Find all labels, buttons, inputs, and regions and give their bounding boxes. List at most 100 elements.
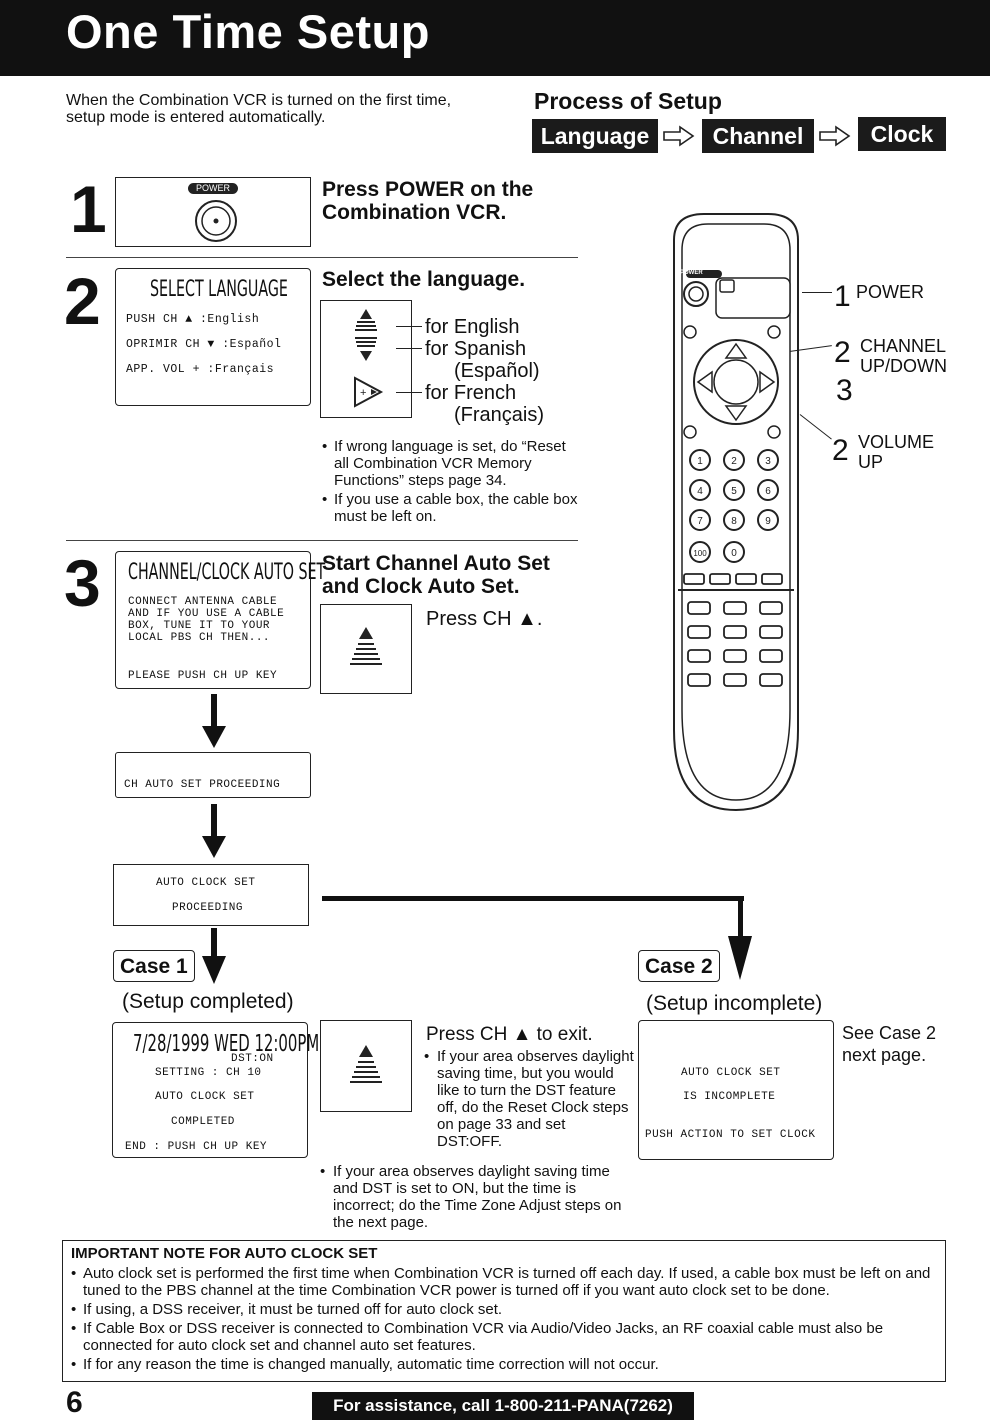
bullet-item: •If you use a cable box, the cable box m… bbox=[322, 491, 578, 525]
language-lcd: SELECT LANGUAGE PUSH CH ▲ :English OPRIM… bbox=[115, 268, 311, 406]
ch-up-panel bbox=[320, 1020, 412, 1112]
process-step-language: Language bbox=[532, 119, 658, 153]
divider bbox=[66, 257, 578, 258]
ch-up-icon bbox=[349, 625, 383, 674]
list-item: •Auto clock set is performed the first t… bbox=[71, 1265, 931, 1299]
header-bar bbox=[0, 0, 990, 76]
lcd-row: CH AUTO SET PROCEEDING bbox=[124, 779, 281, 791]
arrow-down-icon bbox=[200, 928, 228, 991]
svg-text:3: 3 bbox=[765, 456, 771, 467]
list-item: •If using, a DSS receiver, it must be tu… bbox=[71, 1301, 503, 1318]
list-item: •If Cable Box or DSS receiver is connect… bbox=[71, 1320, 884, 1354]
callout-number: 1 bbox=[834, 280, 851, 313]
svg-text:5: 5 bbox=[731, 486, 737, 497]
lcd-title: CHANNEL/CLOCK AUTO SET bbox=[128, 560, 326, 585]
callout-number: 2 bbox=[834, 336, 851, 369]
process-arrow-icon bbox=[818, 124, 852, 153]
svg-text:7: 7 bbox=[697, 516, 703, 527]
leader-line bbox=[396, 326, 422, 327]
step2-title: Select the language. bbox=[322, 268, 526, 291]
page-number: 6 bbox=[66, 1386, 83, 1419]
svg-text:100: 100 bbox=[693, 549, 707, 558]
label-english: for English bbox=[425, 316, 520, 338]
lcd-row: AND IF YOU USE A CABLE bbox=[128, 608, 285, 620]
vol-up-icon: + bbox=[351, 375, 385, 414]
lcd-footer: END : PUSH CH UP KEY bbox=[125, 1141, 268, 1153]
label-spanish: for Spanish bbox=[425, 338, 527, 360]
label-french: for French bbox=[425, 382, 517, 404]
lcd-row: AUTO CLOCK SET bbox=[681, 1067, 781, 1079]
process-arrow-icon bbox=[662, 124, 696, 153]
case2-label: Case 2 bbox=[638, 950, 720, 982]
arrow-down-icon bbox=[726, 936, 754, 989]
lcd-row: SETTING : CH 10 bbox=[155, 1067, 262, 1079]
divider bbox=[66, 540, 578, 541]
bullet-item: •If your area observes daylight saving t… bbox=[320, 1163, 622, 1231]
callout-number: 2 bbox=[832, 434, 849, 467]
svg-text:0: 0 bbox=[731, 548, 737, 559]
assistance-bar: For assistance, call 1-800-211-PANA(7262… bbox=[312, 1392, 694, 1420]
step3-title: Start Channel Auto Set and Clock Auto Se… bbox=[322, 552, 550, 598]
lcd-row: OPRIMIR CH ▼ :Español bbox=[126, 338, 282, 351]
case1-subtitle: (Setup completed) bbox=[122, 990, 294, 1013]
lcd-row: PUSH CH ▲ :English bbox=[126, 313, 260, 326]
arrow-down-icon bbox=[200, 694, 228, 755]
lcd-row: BOX, TUNE IT TO YOUR bbox=[128, 620, 271, 632]
step-number: 1 bbox=[70, 172, 107, 246]
case2-subtitle: (Setup incomplete) bbox=[646, 992, 823, 1015]
branch-line bbox=[738, 896, 743, 942]
intro-text: When the Combination VCR is turned on th… bbox=[66, 92, 452, 126]
important-note-list: •Auto clock set is performed the first t… bbox=[71, 1265, 937, 1373]
lcd-row: COMPLETED bbox=[171, 1116, 235, 1128]
case1-label: Case 1 bbox=[113, 950, 195, 982]
channel-lcd: CHANNEL/CLOCK AUTO SET CONNECT ANTENNA C… bbox=[115, 551, 325, 689]
label-spanish-paren: (Español) bbox=[454, 360, 540, 382]
bullet-item: •If your area observes daylight saving t… bbox=[424, 1048, 634, 1150]
leader-line bbox=[396, 348, 422, 349]
lcd-row: AUTO CLOCK SET bbox=[156, 877, 256, 889]
case1-instruction: Press CH ▲ to exit. bbox=[426, 1024, 593, 1045]
step3-instruction: Press CH ▲. bbox=[426, 608, 543, 630]
ch-up-panel bbox=[320, 604, 412, 694]
lcd-row: APP. VOL + :Français bbox=[126, 363, 275, 376]
lcd-title: SELECT LANGUAGE bbox=[150, 277, 288, 302]
step1-title: Press POWER on the Combination VCR. bbox=[322, 178, 534, 224]
process-title: Process of Setup bbox=[534, 88, 722, 114]
lcd-row: PROCEEDING bbox=[172, 902, 244, 914]
ch-up-down-icon bbox=[351, 307, 381, 368]
step-number: 2 bbox=[64, 264, 101, 338]
callout-label: CHANNEL UP/DOWN bbox=[860, 336, 947, 376]
case2-see-note: See Case 2 next page. bbox=[842, 1023, 937, 1065]
svg-text:6: 6 bbox=[765, 486, 771, 497]
power-button-icon bbox=[194, 199, 238, 248]
ch-up-icon bbox=[349, 1043, 383, 1092]
svg-text:9: 9 bbox=[765, 516, 771, 527]
lcd-datetime: 7/28/1999 WED 12:00PM bbox=[133, 1031, 320, 1057]
auto-clock-lcd: AUTO CLOCK SET PROCEEDING bbox=[113, 864, 309, 926]
svg-text:1: 1 bbox=[697, 456, 703, 467]
bullet-note: •If wrong language is set, do “Reset all… bbox=[322, 438, 584, 525]
arrow-down-icon bbox=[200, 804, 228, 865]
process-step-clock: Clock bbox=[858, 117, 946, 151]
case2-lcd: AUTO CLOCK SET IS INCOMPLETE PUSH ACTION… bbox=[638, 1020, 834, 1160]
language-buttons-panel: + bbox=[320, 300, 412, 418]
lcd-footer: PLEASE PUSH CH UP KEY bbox=[128, 670, 278, 682]
remote-power-text: POWER bbox=[680, 270, 703, 276]
branch-line bbox=[322, 896, 744, 901]
process-step-channel: Channel bbox=[702, 119, 814, 153]
svg-text:4: 4 bbox=[697, 486, 703, 497]
important-note-box: IMPORTANT NOTE FOR AUTO CLOCK SET •Auto … bbox=[62, 1240, 946, 1382]
callout-number: 3 bbox=[836, 374, 853, 407]
power-label: POWER bbox=[188, 183, 238, 194]
case1-lcd: 7/28/1999 WED 12:00PM DST:ON SETTING : C… bbox=[112, 1022, 319, 1158]
list-item: •If for any reason the time is changed m… bbox=[71, 1356, 659, 1373]
callout-label: POWER bbox=[856, 282, 925, 302]
lcd-row: PUSH ACTION TO SET CLOCK bbox=[645, 1129, 816, 1141]
lcd-row: AUTO CLOCK SET bbox=[155, 1091, 255, 1103]
svg-text:8: 8 bbox=[731, 516, 737, 527]
lcd-row: LOCAL PBS CH THEN... bbox=[128, 632, 271, 644]
lcd-dst: DST:ON bbox=[231, 1053, 274, 1065]
svg-text:+: + bbox=[360, 387, 366, 399]
label-french-paren: (Français) bbox=[454, 404, 545, 426]
